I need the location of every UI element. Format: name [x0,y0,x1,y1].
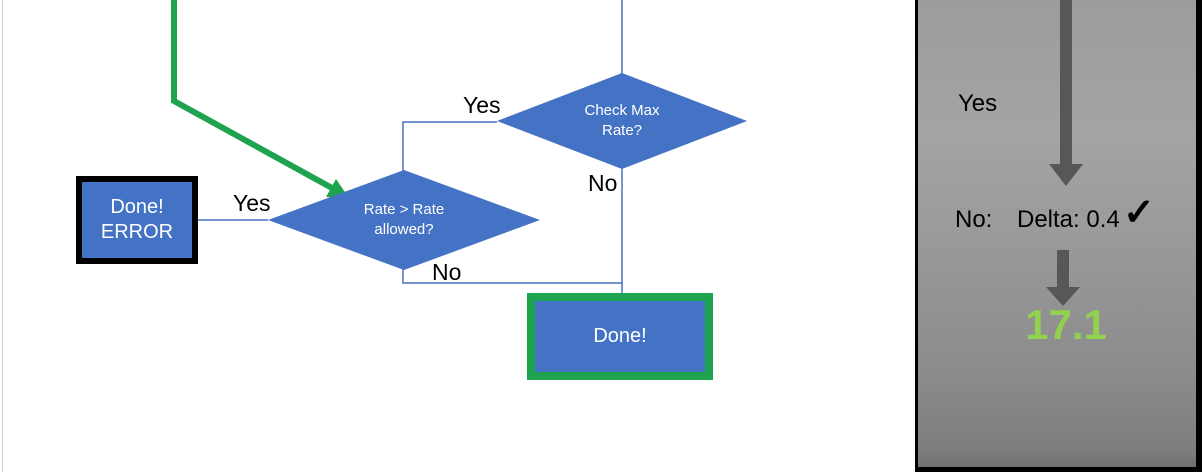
check-mark-icon: ✓ [1123,192,1155,234]
panel-delta-value: Delta: 0.4 [1017,206,1120,233]
down-arrow-short-icon [1046,250,1080,306]
terminal-done-box: Done! [527,293,713,380]
terminal-done-error-line2: ERROR [100,221,174,243]
branch-label-rate-allowed-no: No [432,259,462,285]
slide-edge-line [2,0,3,472]
decision-check-max-rate-line1: Check Max [584,102,660,119]
decision-rate-allowed-label: Rate > Rate allowed? [268,200,540,240]
flowchart-graphic [171,0,747,294]
panel-result-value: 17.1 [1025,301,1107,348]
decision-check-max-rate-label: Check Max Rate? [497,101,747,141]
panel-yes-label: Yes [958,90,998,117]
terminal-done-error-line1: Done! [110,196,164,218]
terminal-done-label: Done! [593,325,647,347]
decision-rate-allowed-line1: Rate > Rate [363,201,445,218]
decision-check-max-rate-line2: Rate? [601,122,643,139]
branch-label-check-max-no: No [588,170,618,196]
panel-no-label: No: [955,206,993,233]
decision-check-max-rate-shape [497,73,747,169]
branch-label-rate-allowed-yes: Yes [233,190,271,216]
side-panel: Yes No: Delta: 0.4 ✓ 17.1 [915,0,1202,472]
decision-rate-allowed-shape [268,170,540,270]
terminal-done-error-box: Done! ERROR [76,176,198,264]
green-flow-line [171,0,334,191]
branch-label-check-max-yes: Yes [463,92,501,118]
down-arrow-long-icon [1049,0,1083,186]
decision-rate-allowed-line2: allowed? [374,221,434,238]
